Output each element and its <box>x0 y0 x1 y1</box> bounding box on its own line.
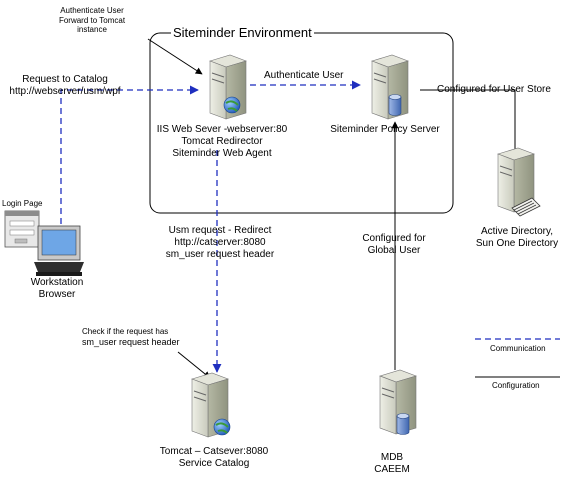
request-to-catalog-note: Request to Catalog http://webserver/usm/… <box>9 74 121 97</box>
legend-configuration-label: Configuration <box>492 381 540 390</box>
legend-communication-label: Communication <box>490 344 546 353</box>
configured-global-note: Configured for Global User <box>362 233 426 256</box>
request-to-catalog-link <box>60 85 199 224</box>
usm-redirect-note: Usm request - Redirect http://catserver:… <box>165 225 275 260</box>
environment-title: Siteminder Environment <box>171 25 314 41</box>
auth-forward-note: Authenticate User Forward to Tomcat inst… <box>58 6 126 35</box>
mdb-server <box>379 369 417 435</box>
tomcat-server <box>191 372 231 438</box>
policy-server <box>371 54 409 120</box>
workstation-computer <box>4 210 84 276</box>
directory-server-label: Active Directory, Sun One Directory <box>475 226 559 249</box>
check-request-callout-link <box>177 351 211 379</box>
auth-forward-callout-link <box>147 38 203 75</box>
workstation-label: Workstation Browser <box>30 277 84 300</box>
directory-server <box>497 147 541 217</box>
iis-server-label: IIS Web Sever -webserver:80 Tomcat Redir… <box>156 124 288 159</box>
database-icon <box>396 413 410 435</box>
iis-server <box>209 54 247 120</box>
address-book-icon <box>511 197 541 217</box>
siteminder-environment-boundary <box>149 32 454 214</box>
tomcat-server-label: Tomcat – Catsever:8080 Service Catalog <box>159 446 269 469</box>
monitor-screen <box>41 229 77 256</box>
configured-user-store-note: Configured for User Store <box>437 84 551 95</box>
authenticate-user-note: Authenticate User <box>264 70 344 81</box>
policy-server-label: Siteminder Policy Server <box>330 124 440 135</box>
communication-links <box>60 80 361 373</box>
login-page-label: Login Page <box>2 199 43 208</box>
database-icon <box>388 94 402 116</box>
keyboard <box>34 262 84 272</box>
check-request-note: Check if the request has sm_user request… <box>82 327 180 347</box>
mdb-server-label: MDB CAEEM <box>374 452 410 475</box>
